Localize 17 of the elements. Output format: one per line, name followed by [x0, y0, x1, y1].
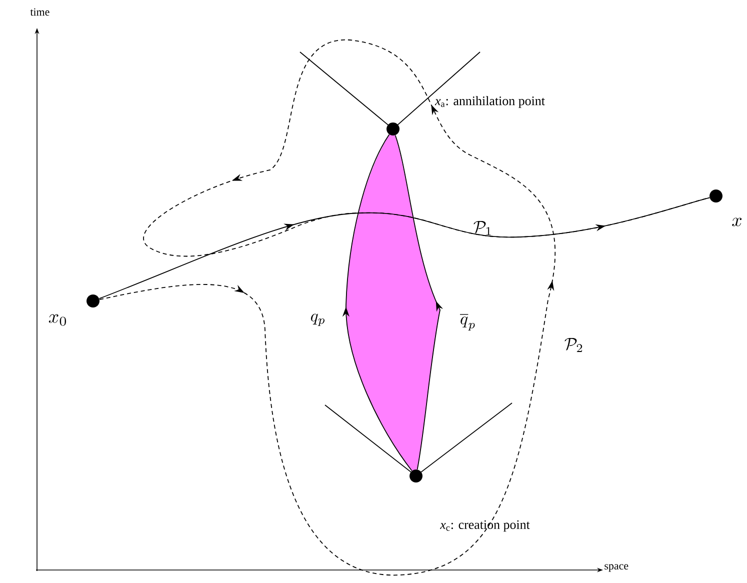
- axis-label: space: [604, 564, 628, 572]
- edge-label: $\mathcal{P}_2$: [564, 338, 582, 352]
- point-dot: [386, 122, 400, 136]
- axis-label: time: [30, 8, 50, 16]
- point-label: x$_{a}$: annihilation point: [434, 96, 545, 108]
- point-dot: [410, 470, 422, 482]
- point-label: $x$: [732, 218, 742, 226]
- edge-label: $\overline{q}_p$: [460, 314, 475, 331]
- point-dot: [86, 294, 100, 308]
- path-curve: [98, 197, 710, 300]
- edge-label: $\mathcal{P}_1$: [474, 220, 491, 236]
- point-label: $x_0$: [48, 314, 66, 326]
- point-label: x$_{c}$: creation point: [440, 520, 530, 532]
- point-dot: [710, 190, 722, 202]
- edge-label: $q_p$: [310, 314, 324, 326]
- path-curve: [99, 40, 710, 576]
- path-curve: [342, 134, 412, 472]
